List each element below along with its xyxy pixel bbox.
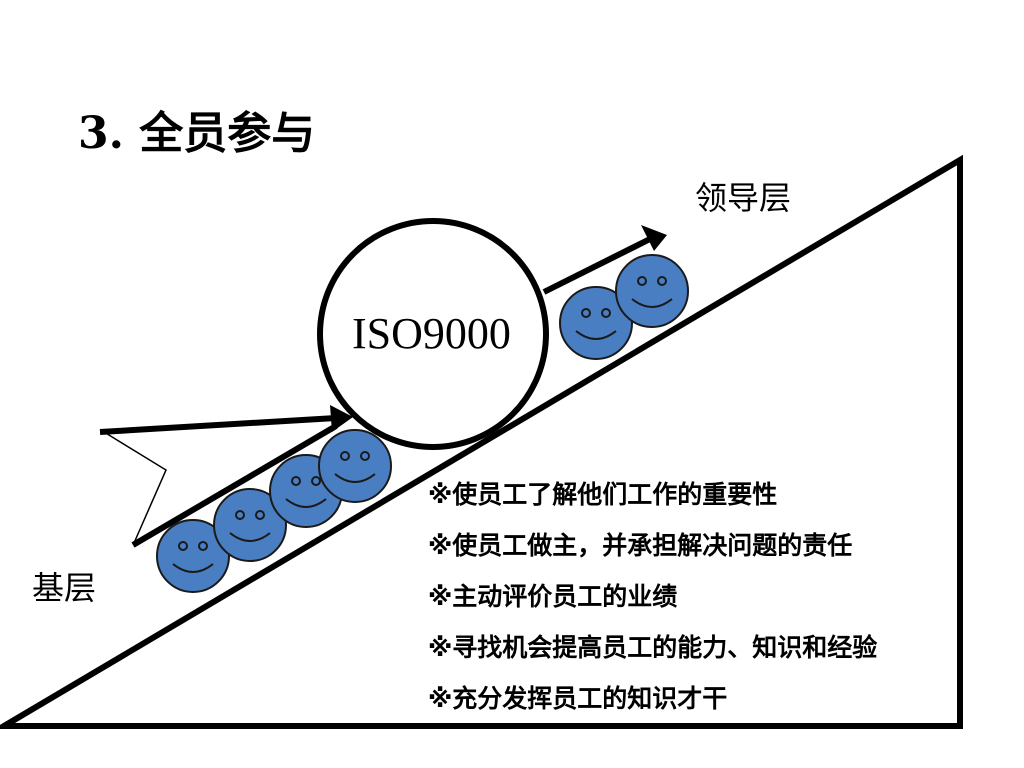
bullet-item: ※寻找机会提高员工的能力、知识和经验 <box>428 633 878 662</box>
bullet-item: ※使员工做主，并承担解决问题的责任 <box>428 531 853 560</box>
bullet-item: ※使员工了解他们工作的重要性 <box>428 480 778 509</box>
slide-title: 3. 全员参与 <box>78 108 316 159</box>
top-level-label: 领导层 <box>695 179 792 217</box>
smiley-face-icon <box>559 286 633 360</box>
smiley-face-icon <box>318 429 392 503</box>
lower-arrow <box>99 405 353 548</box>
faces-group <box>156 254 689 593</box>
smiley-face-icon <box>213 488 287 562</box>
upper-arrow <box>542 225 667 295</box>
iso9000-label: ISO9000 <box>352 309 511 358</box>
bullet-list: ※使员工了解他们工作的重要性 ※使员工做主，并承担解决问题的责任 ※主动评价员工… <box>428 478 877 733</box>
bullet-item: ※主动评价员工的业绩 <box>428 582 678 611</box>
bullet-item: ※充分发挥员工的知识才干 <box>428 684 728 713</box>
slope-triangle <box>0 154 963 729</box>
bottom-level-label: 基层 <box>32 569 97 607</box>
smiley-face-icon <box>615 254 689 328</box>
smiley-face-icon <box>156 519 230 593</box>
iso9000-ball <box>317 218 549 450</box>
